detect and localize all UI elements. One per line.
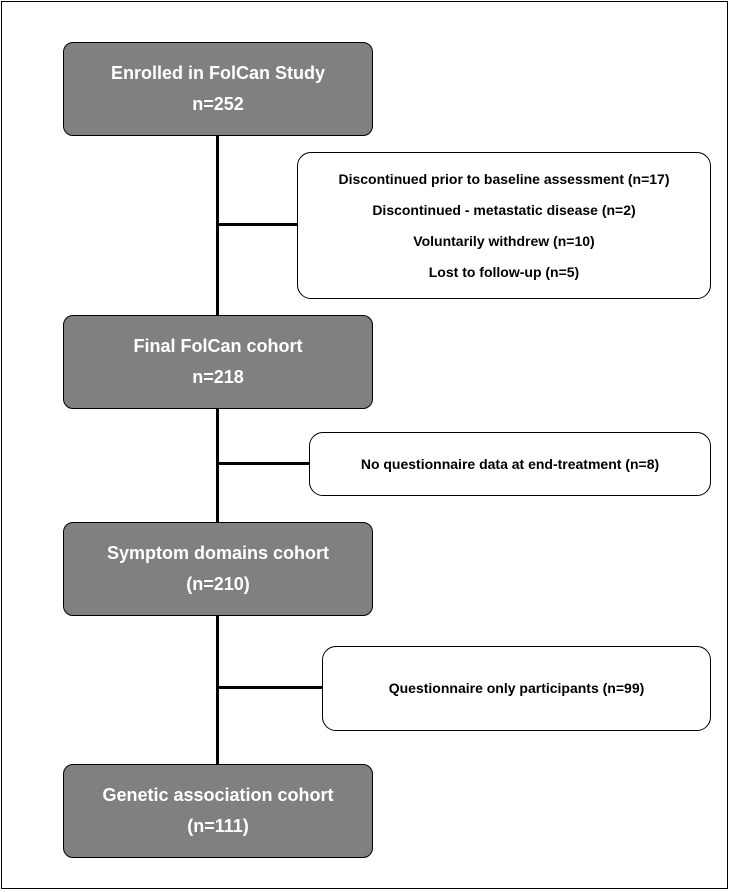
genetic-cohort-count: (n=111) xyxy=(187,816,249,836)
enrolled-count: n=252 xyxy=(192,94,244,114)
exclusion-2-text: No questionnaire data at end-treatment (… xyxy=(360,455,660,472)
symptom-cohort-box: Symptom domains cohort (n=210) xyxy=(63,522,373,616)
enrolled-title: Enrolled in FolCan Study xyxy=(110,63,325,83)
final-cohort-count: n=218 xyxy=(192,367,244,387)
symptom-cohort-title: Symptom domains cohort xyxy=(106,543,330,563)
exclusion-1-line: Discontinued prior to baseline assessmen… xyxy=(338,170,670,187)
exclusion-box-1: Discontinued prior to baseline assessmen… xyxy=(297,152,711,299)
final-cohort-title: Final FolCan cohort xyxy=(133,336,303,356)
enrolled-box: Enrolled in FolCan Study n=252 xyxy=(63,42,373,136)
branch-to-exclusion-1 xyxy=(216,223,298,226)
genetic-cohort-box: Genetic association cohort (n=111) xyxy=(63,764,373,858)
exclusion-1-line: Voluntarily withdrew (n=10) xyxy=(413,232,595,249)
connector-symptom-to-genetic xyxy=(216,615,219,765)
exclusion-box-2: No questionnaire data at end-treatment (… xyxy=(309,432,711,496)
branch-to-exclusion-2 xyxy=(216,462,310,465)
connector-final-to-symptom xyxy=(216,408,219,523)
genetic-cohort-title: Genetic association cohort xyxy=(102,785,334,805)
symptom-cohort-count: (n=210) xyxy=(186,574,250,594)
branch-to-exclusion-3 xyxy=(216,686,323,689)
exclusion-1-line: Lost to follow-up (n=5) xyxy=(428,263,580,280)
final-cohort-box: Final FolCan cohort n=218 xyxy=(63,315,373,409)
exclusion-3-text: Questionnaire only participants (n=99) xyxy=(388,680,645,696)
exclusion-1-line: Discontinued - metastatic disease (n=2) xyxy=(372,201,636,218)
exclusion-box-3: Questionnaire only participants (n=99) xyxy=(322,646,711,731)
